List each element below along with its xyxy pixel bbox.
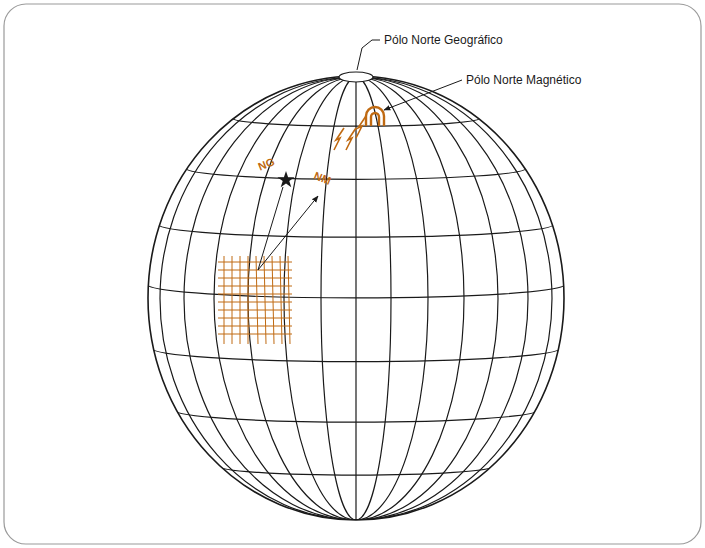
parallel [174, 410, 537, 422]
grid-line [218, 310, 292, 311]
direction-line [258, 187, 283, 270]
parallel [151, 348, 560, 362]
grid-line [218, 326, 292, 327]
local-grid [218, 256, 292, 344]
star-symbol [277, 171, 294, 187]
meridian [160, 77, 356, 520]
field-lines [334, 116, 366, 150]
globe-outline [148, 76, 564, 520]
pole-label: Pólo Norte Geográfico [384, 33, 503, 47]
grid-line [218, 270, 292, 271]
leader-line [357, 40, 380, 70]
parallel [185, 168, 526, 179]
grid-line [272, 256, 274, 344]
meridian [184, 77, 356, 520]
pole-cap [339, 72, 373, 82]
parallel [158, 224, 554, 237]
grid-line [218, 318, 292, 319]
leader-arrow [384, 80, 462, 110]
grid-line [248, 256, 249, 344]
grid-line [256, 256, 258, 344]
grid-line [218, 262, 292, 263]
grid-line [224, 256, 225, 344]
meridian [356, 77, 552, 520]
frame [4, 4, 701, 544]
grid-line [240, 256, 241, 344]
parallel [232, 118, 479, 126]
grid-line [232, 256, 233, 344]
parallel [146, 284, 565, 298]
grid-line [218, 278, 292, 279]
grid-line [280, 256, 282, 344]
grid-line [218, 286, 292, 287]
grid-line [218, 294, 292, 295]
grid-line [264, 256, 266, 344]
grid-line [288, 256, 290, 344]
grid-line [218, 302, 292, 303]
magnet-symbol [366, 107, 384, 126]
meridian [356, 77, 528, 520]
pole-label: Pólo Norte Magnético [466, 73, 581, 87]
direction-arrow [258, 196, 318, 270]
globe-grid [146, 77, 565, 520]
parallel [218, 466, 494, 475]
grid-line [218, 334, 292, 335]
